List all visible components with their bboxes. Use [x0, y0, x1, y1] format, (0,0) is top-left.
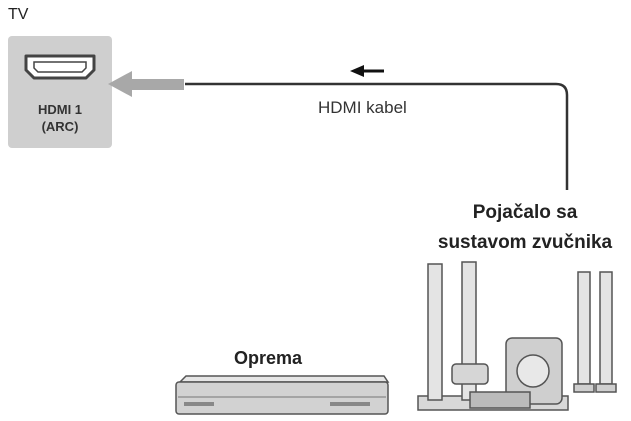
tv-label: TV: [8, 6, 29, 23]
hdmi-cable-line: [185, 82, 569, 190]
direction-arrow-icon: [350, 65, 384, 77]
port-label-line1: HDMI 1: [37, 102, 83, 117]
hdmi-port-icon: [24, 54, 96, 80]
amplifier-label: Pojačalo sa sustavom zvučnika: [420, 198, 630, 258]
port-label-line2: (ARC): [41, 119, 79, 134]
equipment-label: Oprema: [234, 348, 303, 368]
cable-plug-arrow: [108, 71, 184, 97]
amplifier-label-line1: Pojačalo sa: [472, 202, 578, 223]
amplifier-label-line2: sustavom zvučnika: [437, 232, 613, 253]
speaker-system: [417, 261, 617, 411]
equipment-device: [175, 375, 390, 415]
cable-label: HDMI kabel: [318, 98, 407, 117]
